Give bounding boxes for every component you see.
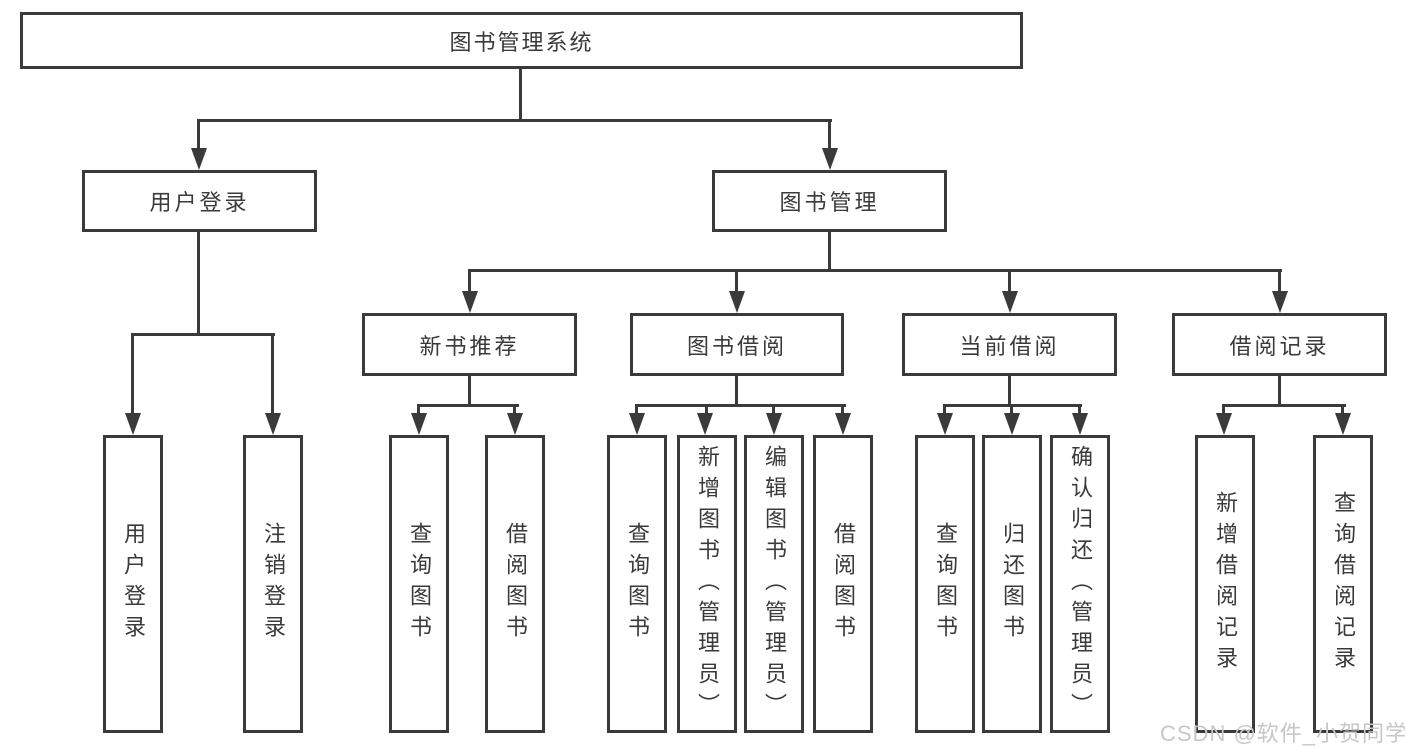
arrow-down-icon — [629, 413, 645, 435]
connector-line — [417, 404, 420, 416]
connector-line — [841, 404, 844, 416]
connector-line — [1341, 404, 1344, 416]
leaf-query-borrow-record: 查询借阅记录 — [1313, 435, 1373, 733]
node-book-management: 图书管理 — [712, 170, 947, 232]
connector-line — [1222, 404, 1225, 416]
arrow-down-icon — [1072, 413, 1088, 435]
connector-line — [1278, 269, 1281, 295]
leaf-query-books-1-label: 查询图书 — [407, 522, 432, 646]
connector-line — [513, 404, 516, 416]
leaf-query-books-1: 查询图书 — [389, 435, 449, 733]
leaf-logout: 注销登录 — [243, 435, 303, 733]
connector-line — [1010, 404, 1013, 416]
connector-line — [828, 119, 831, 151]
csdn-watermark: CSDN @软件_小贺同学 — [1160, 721, 1405, 746]
arrow-down-icon — [411, 413, 427, 435]
leaf-return-book: 归还图书 — [982, 435, 1042, 733]
node-current-borrow-label: 当前借阅 — [959, 333, 1060, 359]
connector-line — [197, 119, 200, 151]
connector-line — [271, 333, 274, 415]
connector-line — [197, 119, 832, 122]
leaf-logout-label: 注销登录 — [261, 522, 286, 646]
node-borrow-records: 借阅记录 — [1172, 313, 1387, 376]
leaf-query-books-3-label: 查询图书 — [933, 522, 958, 646]
connector-line — [519, 69, 522, 121]
connector-line — [417, 404, 519, 407]
arrow-down-icon — [1216, 413, 1232, 435]
connector-line — [1008, 376, 1011, 407]
arrow-down-icon — [265, 413, 281, 435]
arrow-down-icon — [1004, 413, 1020, 435]
arrow-down-icon — [1272, 291, 1288, 313]
leaf-query-books-3: 查询图书 — [915, 435, 975, 733]
leaf-add-borrow-record-label: 新增借阅记录 — [1213, 491, 1238, 677]
arrow-down-icon — [766, 413, 782, 435]
node-borrow-records-label: 借阅记录 — [1229, 333, 1330, 359]
connector-line — [1078, 404, 1081, 416]
arrow-down-icon — [191, 148, 207, 170]
connector-line — [1222, 404, 1346, 407]
leaf-borrow-books-1: 借阅图书 — [485, 435, 545, 733]
node-new-book-recommend: 新书推荐 — [362, 313, 577, 376]
node-new-book-recommend-label: 新书推荐 — [419, 333, 520, 359]
connector-line — [735, 269, 738, 295]
node-user-login-label: 用户登录 — [149, 190, 250, 215]
connector-line — [772, 404, 775, 416]
connector-line — [468, 269, 471, 295]
node-root-label: 图书管理系统 — [449, 29, 594, 55]
arrow-down-icon — [1335, 413, 1351, 435]
leaf-edit-book-admin-label: 编辑图书（管理员） — [762, 444, 787, 724]
connector-line — [1278, 376, 1281, 407]
leaf-user-login-label: 用户登录 — [121, 522, 146, 646]
connector-line — [197, 232, 200, 336]
node-user-login: 用户登录 — [82, 170, 317, 232]
node-book-borrow-label: 图书借阅 — [686, 333, 787, 359]
leaf-query-books-2-label: 查询图书 — [625, 522, 650, 646]
connector-line — [635, 404, 846, 407]
arrow-down-icon — [822, 148, 838, 170]
leaf-user-login: 用户登录 — [103, 435, 163, 733]
connector-line — [468, 269, 1282, 272]
leaf-borrow-books-1-label: 借阅图书 — [503, 522, 528, 646]
leaf-add-book-admin: 新增图书（管理员） — [677, 435, 737, 733]
arrow-down-icon — [729, 291, 745, 313]
connector-line — [635, 404, 638, 416]
leaf-confirm-return-admin: 确认归还（管理员） — [1050, 435, 1110, 733]
node-book-management-label: 图书管理 — [779, 190, 880, 215]
arrow-down-icon — [125, 413, 141, 435]
arrow-down-icon — [462, 291, 478, 313]
arrow-down-icon — [835, 413, 851, 435]
leaf-return-book-label: 归还图书 — [1000, 522, 1025, 646]
connector-line — [735, 376, 738, 407]
connector-line — [131, 333, 134, 415]
leaf-borrow-books-2-label: 借阅图书 — [831, 522, 856, 646]
leaf-add-book-admin-label: 新增图书（管理员） — [695, 444, 720, 724]
node-current-borrow: 当前借阅 — [902, 313, 1117, 376]
leaf-query-books-2: 查询图书 — [607, 435, 667, 733]
connector-line — [131, 333, 275, 336]
connector-line — [468, 376, 471, 407]
arrow-down-icon — [1002, 291, 1018, 313]
connector-line — [828, 232, 831, 272]
node-book-borrow: 图书借阅 — [630, 313, 844, 376]
connector-line — [705, 404, 708, 416]
leaf-borrow-books-2: 借阅图书 — [813, 435, 873, 733]
connector-line — [943, 404, 946, 416]
node-root: 图书管理系统 — [20, 12, 1023, 69]
connector-line — [1008, 269, 1011, 295]
arrow-down-icon — [937, 413, 953, 435]
leaf-add-borrow-record: 新增借阅记录 — [1195, 435, 1255, 733]
leaf-query-borrow-record-label: 查询借阅记录 — [1331, 491, 1356, 677]
arrow-down-icon — [697, 413, 713, 435]
arrow-down-icon — [507, 413, 523, 435]
leaf-edit-book-admin: 编辑图书（管理员） — [744, 435, 804, 733]
leaf-confirm-return-admin-label: 确认归还（管理员） — [1068, 444, 1093, 724]
